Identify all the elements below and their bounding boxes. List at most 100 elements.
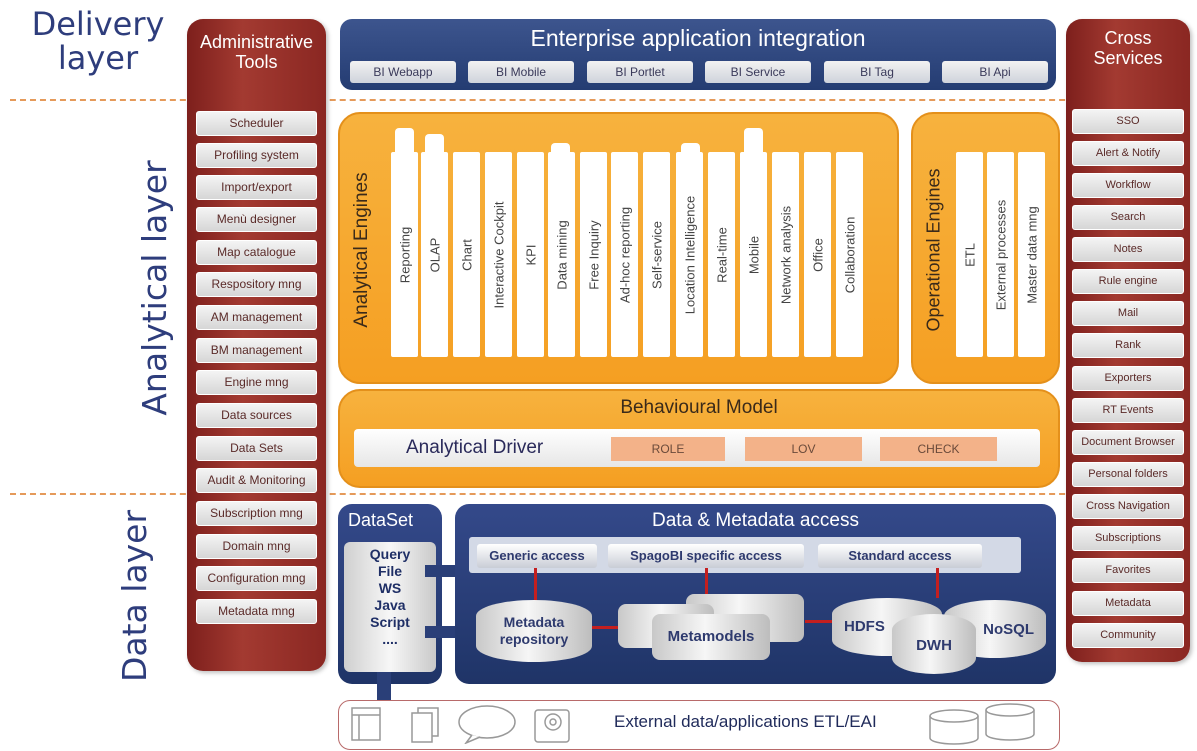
cross-service-item[interactable]: SSO (1072, 109, 1184, 134)
engine-data-mining[interactable]: Data mining (548, 152, 575, 357)
engine-label: Location Intelligence (682, 195, 697, 314)
cross-service-item[interactable]: Workflow (1072, 173, 1184, 198)
admin-tool-item[interactable]: Profiling system (196, 143, 317, 168)
admin-tool-item[interactable]: Configuration mng (196, 566, 317, 591)
engine-label: Interactive Cockpit (491, 201, 506, 308)
admin-tool-item[interactable]: Metadata mng (196, 599, 317, 624)
engine-reporting[interactable]: Reporting (391, 152, 418, 357)
admin-tool-item[interactable]: Scheduler (196, 111, 317, 136)
admin-tool-item[interactable]: Subscription mng (196, 501, 317, 526)
cross-service-item[interactable]: Mail (1072, 301, 1184, 326)
metadata-repository[interactable]: Metadata repository (476, 600, 592, 662)
engine-tab (681, 143, 700, 154)
dataset-panel: DataSet Query File WS Java Script .... (338, 504, 442, 684)
engine-etl[interactable]: ETL (956, 152, 983, 357)
engine-ad-hoc-reporting[interactable]: Ad-hoc reporting (611, 152, 638, 357)
cross-service-item[interactable]: Notes (1072, 237, 1184, 262)
cross-service-item[interactable]: Favorites (1072, 558, 1184, 583)
engine-master-data-mng[interactable]: Master data mng (1018, 152, 1045, 357)
delivery-layer-label: Delivery layer (18, 5, 178, 75)
admin-tool-item[interactable]: Data Sets (196, 436, 317, 461)
eai-item[interactable]: BI Portlet (587, 61, 693, 83)
engine-label: Self-service (649, 220, 664, 289)
metamodels[interactable]: Metamodels (652, 614, 770, 660)
engine-label: Office (810, 237, 825, 272)
admin-tool-item[interactable]: Domain mng (196, 534, 317, 559)
dataset-item: Java (374, 597, 406, 613)
cross-service-item[interactable]: Exporters (1072, 366, 1184, 391)
driver-check[interactable]: CHECK (880, 437, 997, 461)
engine-label: Chart (459, 238, 474, 271)
cross-service-item[interactable]: Metadata (1072, 591, 1184, 616)
engine-label: Data mining (554, 219, 569, 290)
engine-mobile[interactable]: Mobile (740, 152, 767, 357)
administrative-tools-title-line2: Tools (235, 51, 278, 72)
driver-role[interactable]: ROLE (611, 437, 725, 461)
eai-item[interactable]: BI Api (942, 61, 1048, 83)
admin-tool-item[interactable]: Respository mng (196, 272, 317, 297)
eai-item[interactable]: BI Webapp (350, 61, 456, 83)
cross-service-item[interactable]: Search (1072, 205, 1184, 230)
spagobi-specific-access[interactable]: SpagoBI specific access (608, 544, 804, 568)
administrative-tools-title-line1: Administrative (199, 32, 314, 52)
eai-item[interactable]: BI Mobile (468, 61, 574, 83)
cross-service-item[interactable]: Rule engine (1072, 269, 1184, 294)
cross-services-title: Cross Services (1066, 28, 1190, 69)
dataset-title: DataSet (348, 510, 414, 530)
admin-tool-item[interactable]: Import/export (196, 175, 317, 200)
cross-service-item[interactable]: Subscriptions (1072, 526, 1184, 551)
delivery-layer-label-line1: Delivery (31, 5, 165, 43)
dwh[interactable]: DWH (892, 614, 976, 674)
driver-lov[interactable]: LOV (745, 437, 862, 461)
cross-service-item[interactable]: RT Events (1072, 398, 1184, 423)
eai-item[interactable]: BI Service (705, 61, 811, 83)
eai-item[interactable]: BI Tag (824, 61, 930, 83)
engine-office[interactable]: Office (804, 152, 831, 357)
cross-service-item[interactable]: Community (1072, 623, 1184, 648)
cross-service-item[interactable]: Cross Navigation (1072, 494, 1184, 519)
speech-bubble-icon (456, 704, 518, 745)
admin-tool-item[interactable]: Engine mng (196, 370, 317, 395)
dataset-item: WS (378, 580, 402, 596)
engine-external-processes[interactable]: External processes (987, 152, 1014, 357)
cross-services-column: Cross Services SSO Alert & Notify Workfl… (1066, 19, 1190, 662)
analytical-layer-label: Analytical layer (135, 160, 174, 416)
engine-network-analysis[interactable]: Network analysis (772, 152, 799, 357)
dataset-item: .... (382, 631, 398, 647)
enterprise-application-integration: Enterprise application integration BI We… (340, 19, 1056, 90)
admin-tool-item[interactable]: Menù designer (196, 207, 317, 232)
engine-location-intelligence[interactable]: Location Intelligence (676, 152, 703, 357)
delivery-separator (10, 99, 1185, 101)
cross-service-item[interactable]: Alert & Notify (1072, 141, 1184, 166)
metadata-repository-line1: Metadata (503, 614, 565, 630)
engine-chart[interactable]: Chart (453, 152, 480, 357)
admin-tool-item[interactable]: Audit & Monitoring (196, 468, 317, 493)
data-metadata-access-title: Data & Metadata access (652, 510, 859, 531)
engine-label: Ad-hoc reporting (617, 206, 632, 303)
admin-tool-item[interactable]: Data sources (196, 403, 317, 428)
dataset-connector-lower (425, 626, 459, 638)
engine-olap[interactable]: OLAP (421, 152, 448, 357)
engine-real-time[interactable]: Real-time (708, 152, 735, 357)
engine-self-service[interactable]: Self-service (643, 152, 670, 357)
admin-tool-item[interactable]: Map catalogue (196, 240, 317, 265)
data-layer-label: Data layer (115, 509, 154, 683)
dataset-sources: Query File WS Java Script .... (344, 542, 436, 672)
engine-label: ETL (962, 242, 977, 267)
cross-service-item[interactable]: Rank (1072, 333, 1184, 358)
cross-services-title-line2: Services (1093, 47, 1163, 68)
generic-access[interactable]: Generic access (477, 544, 597, 568)
standard-access[interactable]: Standard access (818, 544, 982, 568)
engine-interactive-cockpit[interactable]: Interactive Cockpit (485, 152, 512, 357)
engine-free-inquiry[interactable]: Free Inquiry (580, 152, 607, 357)
engine-kpi[interactable]: KPI (517, 152, 544, 357)
admin-tool-item[interactable]: BM management (196, 338, 317, 363)
admin-tool-item[interactable]: AM management (196, 305, 317, 330)
email-icon (531, 704, 575, 746)
dataset-item: Query (369, 546, 411, 562)
cross-service-item[interactable]: Document Browser (1072, 430, 1184, 455)
cross-service-item[interactable]: Personal folders (1072, 462, 1184, 487)
analytical-engines-title: Analytical Engines (351, 172, 372, 328)
engine-collaboration[interactable]: Collaboration (836, 152, 863, 357)
metadata-repository-line2: repository (499, 631, 569, 647)
